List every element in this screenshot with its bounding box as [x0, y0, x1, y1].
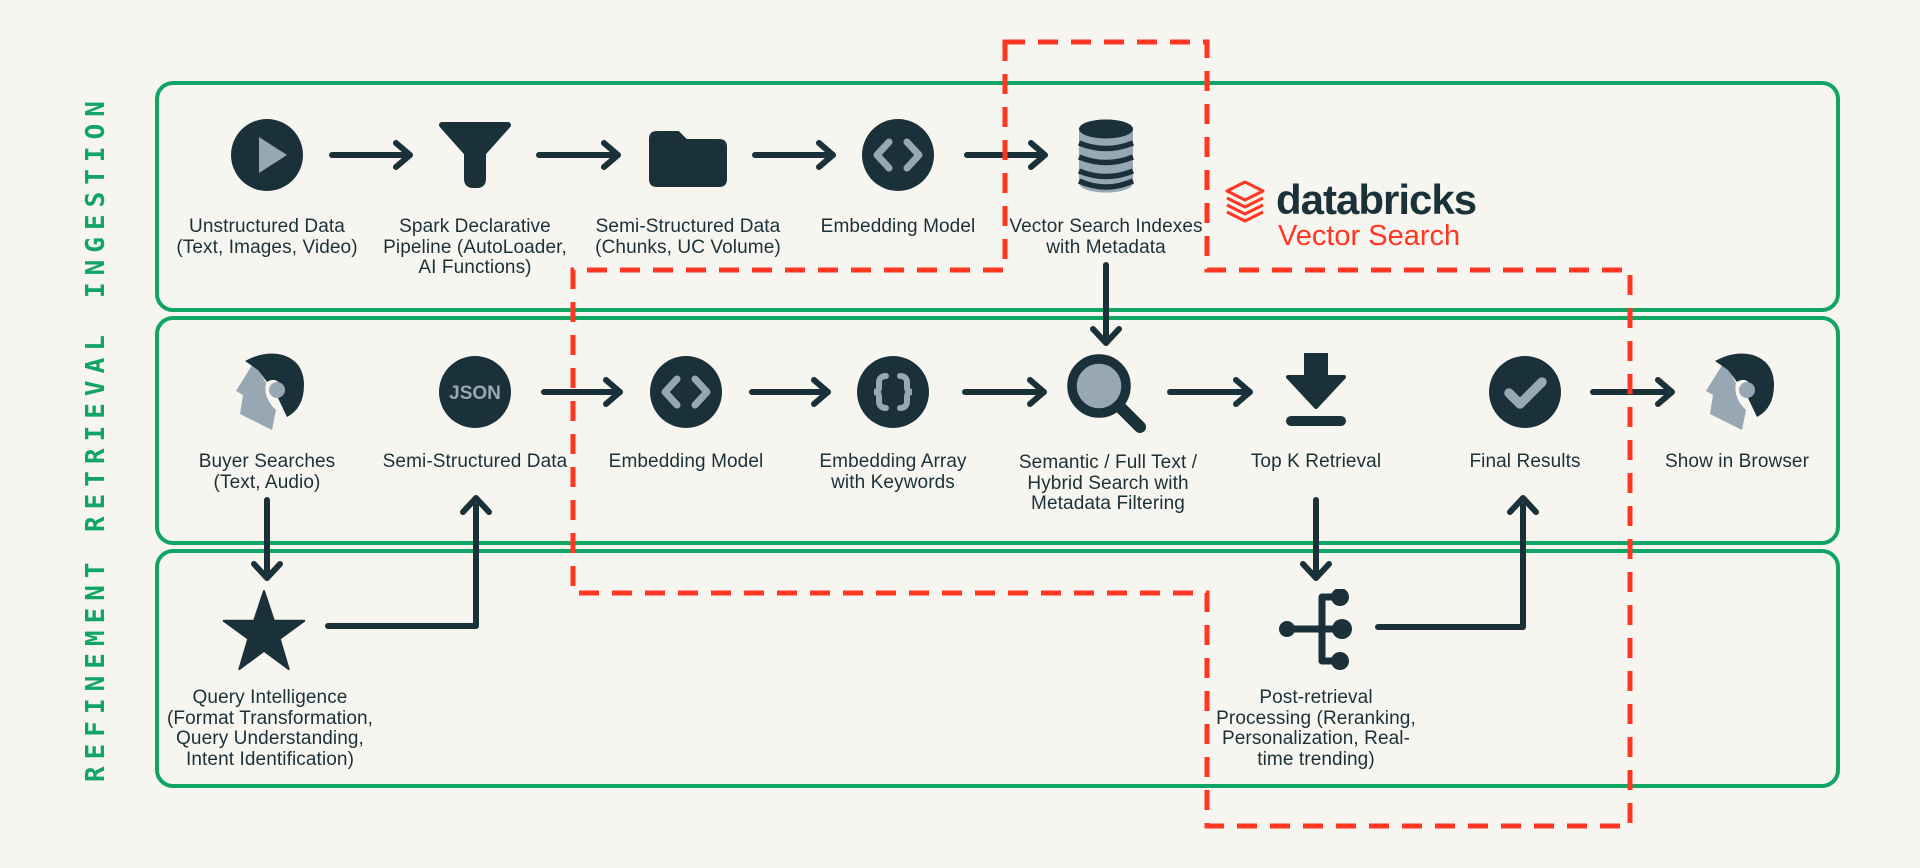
- code-icon: [860, 117, 936, 193]
- node-label: Final Results: [1469, 451, 1581, 473]
- funnel-icon: [437, 120, 513, 190]
- database-icon: [1077, 118, 1135, 194]
- vector-search-label: Vector Search: [1278, 220, 1461, 252]
- label-line: (Chunks, UC Volume): [595, 236, 781, 258]
- folder-icon: [649, 125, 727, 187]
- code-icon: [648, 354, 724, 430]
- lane-label-retrieval: RETRIEVAL: [81, 328, 111, 533]
- node-label: Buyer Searches (Text, Audio): [198, 451, 336, 493]
- label-line: Show in Browser: [1664, 451, 1810, 472]
- label-line: Vector Search Indexes: [1009, 216, 1203, 237]
- node-label: Query Intelligence (Format Transformatio…: [166, 687, 374, 770]
- star-icon: [222, 590, 306, 670]
- label-line: Pipeline (AutoLoader,: [383, 236, 567, 258]
- check-icon: [1487, 354, 1563, 430]
- lane-label-ingestion: INGESTION: [81, 94, 111, 299]
- label-line: (Format Transformation,: [166, 707, 374, 729]
- label-line: Final Results: [1469, 451, 1581, 472]
- lane-retrieval: [155, 316, 1840, 545]
- label-line: with Metadata: [1046, 236, 1166, 258]
- person-icon: [1699, 351, 1775, 431]
- node-label: Spark Declarative Pipeline (AutoLoader, …: [383, 216, 567, 279]
- node-label: Semi-Structured Data: [382, 451, 568, 473]
- node-label: Embedding Array with Keywords: [819, 451, 967, 493]
- label-line: Unstructured Data: [189, 216, 345, 237]
- label-line: (Text, Audio): [213, 471, 321, 493]
- label-line: Spark Declarative: [399, 216, 551, 237]
- hierarchy-icon: [1278, 589, 1354, 671]
- label-line: Post-retrieval: [1259, 687, 1373, 708]
- node-label: Embedding Model: [608, 451, 764, 473]
- node-label: Top K Retrieval: [1250, 451, 1382, 473]
- node-label: Unstructured Data (Text, Images, Video): [176, 216, 358, 258]
- lane-refinement: [155, 549, 1840, 788]
- person-icon: [229, 351, 305, 431]
- label-line: Semi-Structured Data: [595, 216, 781, 237]
- label-line: with Keywords: [831, 471, 955, 493]
- node-label: Post-retrieval Processing (Reranking, Pe…: [1216, 687, 1416, 770]
- databricks-wordmark: databricks: [1276, 176, 1477, 223]
- json-icon: JSON: [437, 354, 513, 430]
- label-line: (Text, Images, Video): [176, 236, 358, 258]
- svg-text:JSON: JSON: [449, 383, 501, 404]
- label-line: Embedding Model: [608, 451, 764, 472]
- label-line: Processing (Reranking,: [1216, 707, 1416, 729]
- label-line: Metadata Filtering: [1031, 493, 1185, 514]
- label-line: Query Understanding,: [176, 728, 364, 749]
- search-icon: [1062, 349, 1148, 435]
- label-line: Query Intelligence: [192, 687, 348, 708]
- node-label: Show in Browser: [1664, 451, 1810, 473]
- node-label: Embedding Model: [820, 216, 976, 238]
- label-line: Intent Identification): [185, 748, 355, 770]
- node-label: Semi-Structured Data (Chunks, UC Volume): [595, 216, 781, 258]
- label-line: Buyer Searches: [198, 451, 336, 472]
- label-line: Hybrid Search with: [1027, 472, 1189, 494]
- braces-icon: [855, 354, 931, 430]
- label-line: Embedding Model: [820, 216, 976, 237]
- databricks-logo-icon: [1222, 179, 1268, 225]
- node-label: Vector Search Indexes with Metadata: [1009, 216, 1203, 258]
- label-line: Top K Retrieval: [1250, 451, 1382, 472]
- download-icon: [1283, 353, 1349, 429]
- label-line: time trending): [1257, 748, 1375, 770]
- label-line: Semantic / Full Text /: [1018, 452, 1198, 473]
- label-line: Semi-Structured Data: [382, 451, 568, 472]
- label-line: AI Functions): [418, 257, 532, 278]
- label-line: Embedding Array: [819, 451, 967, 472]
- label-line: Personalization, Real-: [1221, 728, 1411, 749]
- node-label: Semantic / Full Text / Hybrid Search wit…: [1018, 452, 1198, 515]
- lane-label-refinement: REFINEMENT: [81, 555, 111, 782]
- play-icon: [229, 117, 305, 193]
